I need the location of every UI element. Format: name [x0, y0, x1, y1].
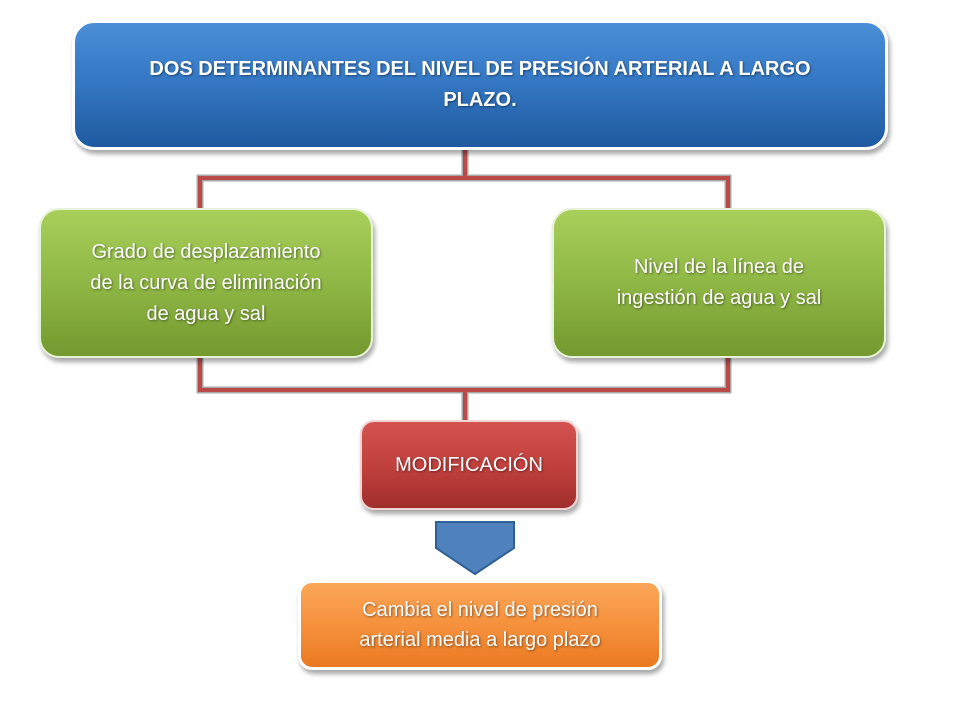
left-factor-line-3: de agua y sal — [146, 302, 266, 325]
result-box: Cambia el nivel de presión arterial medi… — [298, 580, 662, 670]
modification-label: MODIFICACIÓN — [395, 453, 543, 476]
bottom-connector — [196, 352, 732, 426]
right-factor-box: Nivel de la línea de ingestión de agua y… — [552, 208, 886, 358]
title-box: DOS DETERMINANTES DEL NIVEL DE PRESIÓN A… — [72, 20, 888, 150]
right-factor-line-2: ingestión de agua y sal — [616, 287, 822, 309]
title-line-2: PLAZO. — [443, 89, 517, 111]
left-factor-line-1: Grado de desplazamiento — [91, 240, 321, 263]
left-factor-box: Grado de desplazamiento de la curva de e… — [39, 208, 373, 358]
title-line-1: DOS DETERMINANTES DEL NIVEL DE PRESIÓN A… — [149, 58, 811, 80]
top-connector — [196, 146, 732, 214]
modification-box: MODIFICACIÓN — [360, 420, 578, 510]
result-line-2: arterial media a largo plazo — [359, 629, 601, 651]
result-line-1: Cambia el nivel de presión — [362, 599, 598, 621]
left-factor-line-2: de la curva de eliminación — [90, 271, 322, 294]
down-arrow-icon — [435, 521, 515, 576]
right-factor-line-1: Nivel de la línea de — [633, 256, 805, 278]
